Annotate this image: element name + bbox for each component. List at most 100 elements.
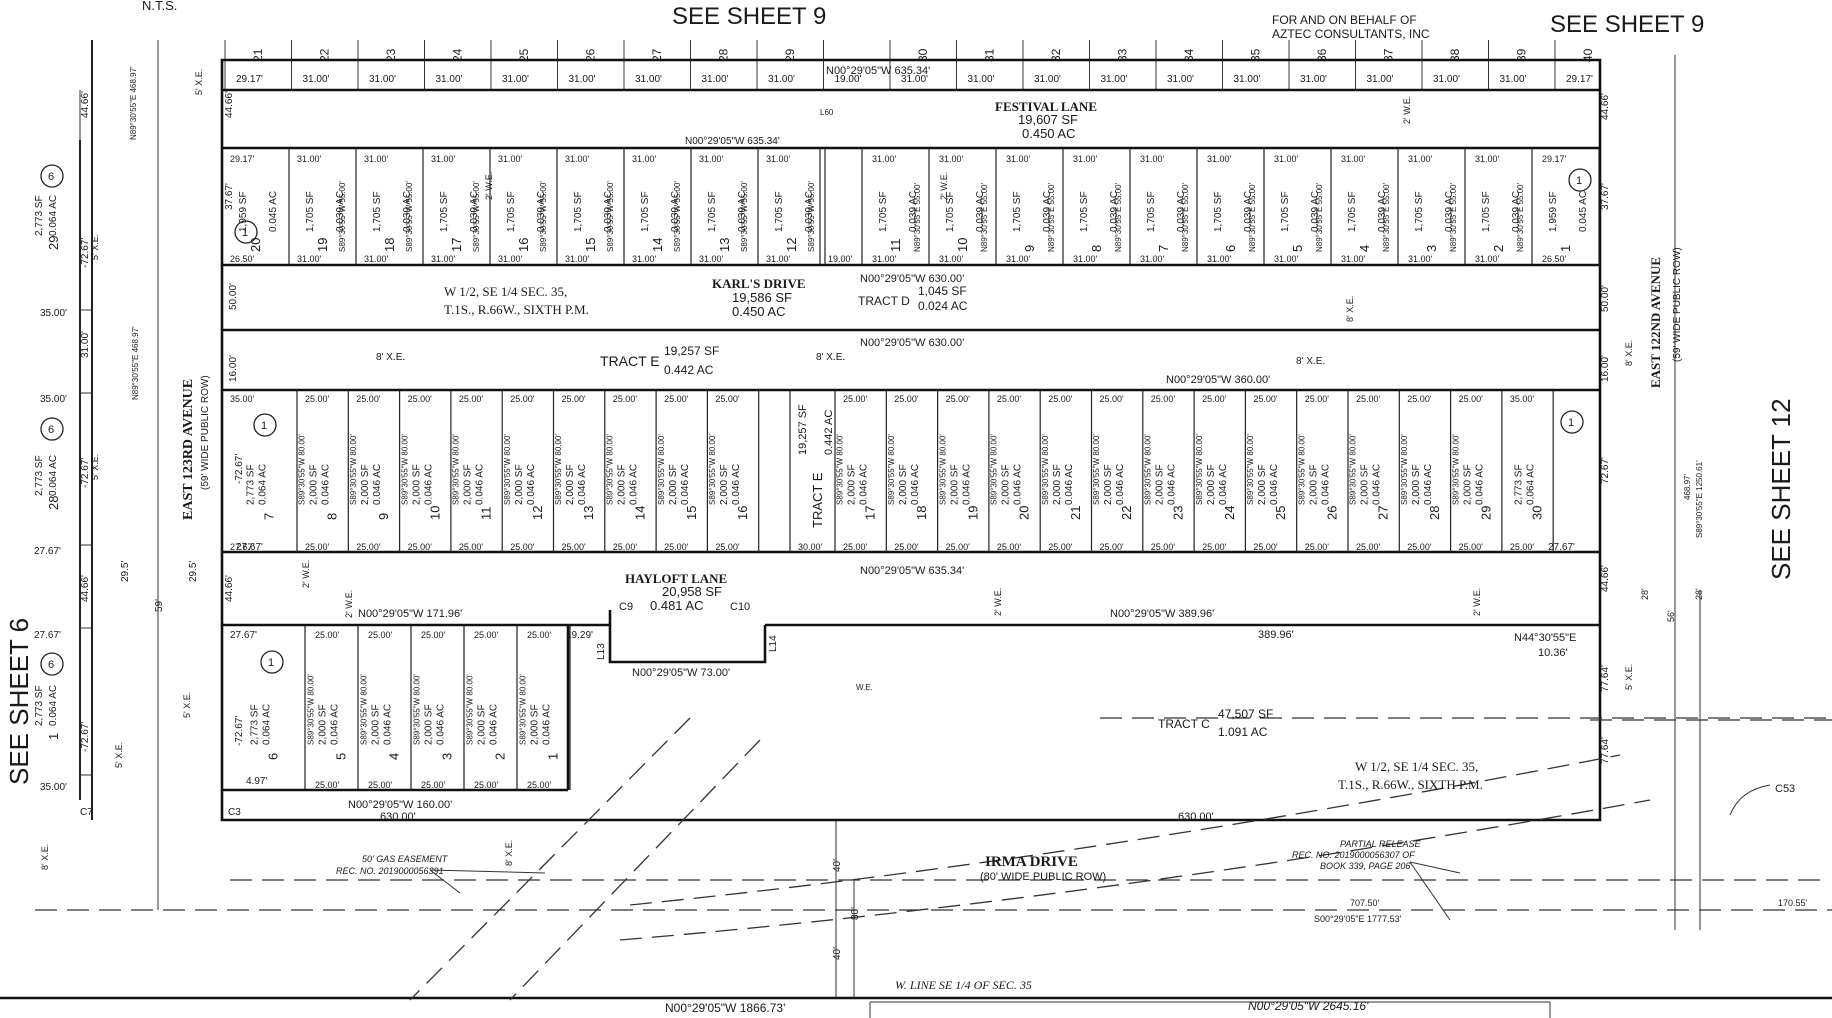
upper-dim-bot: 31.00' [766,254,791,264]
mid-dim-top: 25.00' [459,394,484,404]
mid-lot-sf: 2,000 SF [360,464,371,505]
mid-lot-bearing: S89°30'55"W 80.00' [938,434,947,505]
s00-bearing: S00°29'05"E 1777.53' [1314,914,1402,924]
upper-lot-2: 2 [1491,245,1506,252]
upper-lot-1: 1 [1558,245,1573,252]
hayloft-notch-bearing: N00°29'05"W 73.00' [632,667,730,679]
upper-lot-bearing: S89°30'55"W 55.00' [472,181,481,252]
dim-7267-left-mid: -72.67' [80,458,91,488]
dim-2767-left-2: 27.67' [34,630,61,641]
mid-lot-sf: 2,000 SF [616,464,627,505]
mid-lot-22: 22 [1119,506,1134,520]
upper-dim-top: 29.17' [230,154,255,164]
low-dim-top: 25.00' [368,630,393,640]
block-1-circle-upper-right-number: 1 [1576,175,1582,187]
upper-lot-ac: 0.039 AC [402,191,413,232]
mid-lot-bearing: S89°30'55"W 80.00' [990,434,999,505]
upper-lot-11: 11 [888,239,903,253]
mid-lot-bearing: S89°30'55"W 80.00' [887,434,896,505]
sheet9-dim: 31.00' [1234,74,1261,85]
mid-dim-top: 25.00' [1151,394,1176,404]
upper-dim-top: 31.00' [1408,154,1433,164]
d170: 170.55' [1778,898,1808,908]
block-1-circle-mid-left-number: 1 [261,420,267,432]
sheet9-lot-25: 25 [517,48,531,62]
upper-lot-6: 6 [1223,245,1238,252]
upper-lot-sf: 1,705 SF [372,191,383,232]
mid-lot-ac: 0.046 AC [680,464,691,505]
upper-lot-ac: 0.039 AC [1444,191,1455,232]
mid-lot-ac: 0.046 AC [526,464,537,505]
upper-lot-ac: 0.039 AC [603,191,614,232]
upper-lot-ac: 0.039 AC [737,191,748,232]
mid-lot-sf: 2,000 SF [1360,464,1371,505]
dim-4466-mid-right: 44.66' [1600,565,1611,592]
upper-dim-top: 31.00' [1140,154,1165,164]
curve-c7: C7 [80,807,93,818]
mid-lot-sf: 2,000 SF [463,464,474,505]
sheet9-lot-30: 30 [916,48,930,62]
mid-lot-30: 30 [1530,506,1545,520]
upper-lot-sf: 1,705 SF [506,191,517,232]
sheet9-dim: 31.00' [569,74,596,85]
mid-dim-bot: 25.00' [1100,542,1125,552]
dim-4466-top-right: 44.66' [1600,93,1611,120]
mid-lot-ac: 0.046 AC [628,464,639,505]
festival-bearing-bottom: N00°29'05"W 635.34' [685,136,780,147]
mid-lot-sf: 2,000 SF [847,464,858,505]
hayloft-lane-ac: 0.481 AC [650,598,704,613]
xe8-e-block-1: 8' X.E. [376,352,405,363]
mid-lot-bearing: S89°30'55"W 80.00' [1246,434,1255,505]
partial-release-3: BOOK 339, PAGE 206 [1320,861,1410,871]
low-lot-bearing: S89°30'55"W 80.00' [360,674,369,745]
mid-lot-bearing: S89°30'55"W 80.00' [1041,434,1050,505]
sheet9-dim: 31.00' [1433,74,1460,85]
block-6-circle-0 [40,164,64,188]
mid-lot-bearing: S89°30'55"W 80.00' [1195,434,1204,505]
upper-dim-bot: 31.00' [1274,254,1299,264]
upper-dim-top: 31.00' [1274,154,1299,164]
low-lot-ac: 0.046 AC [330,704,341,745]
upper-lot-ac: 0.039 AC [908,191,919,232]
irma-drive-row: (80' WIDE PUBLIC ROW) [980,871,1106,883]
xe5-left-1: 5' X.E. [90,234,100,260]
dim-497: 4.97' [246,776,267,787]
dim-3100-left: 31.00' [80,331,91,358]
dim-5000-right: 50.00' [1600,285,1611,312]
mid-dim-bot: 25.00' [715,542,740,552]
upper-dim-bot: 26.50' [1542,254,1567,264]
upper-dim-top: 31.00' [1006,154,1031,164]
dim-7267-low: -72.67' [234,716,245,746]
mid-lot-ac: 0.064 AC [258,464,269,505]
mid-lot-sf: 2,000 SF [1308,464,1319,505]
d707: 707.50' [1350,898,1380,908]
mid-lot-21: 21 [1068,506,1083,520]
mid-dim-top: 25.00' [1407,394,1432,404]
sheet9-dim: 31.00' [436,74,463,85]
dim-295-right: 29.5' [188,561,199,582]
sheet9-lot-37: 37 [1382,48,1396,62]
mid-lot-bearing: S89°30'55"W 80.00' [708,434,717,505]
mid-lot-sf: 2,000 SF [719,464,730,505]
mid-dim-top: 25.00' [664,394,689,404]
behalf-line-1: FOR AND ON BEHALF OF [1272,13,1417,27]
upper-lot-ac: 0.045 AC [1578,191,1589,232]
low-lot-sf: 2,000 SF [318,704,329,745]
see-sheet-9-left: SEE SHEET 9 [672,3,826,30]
tract-e-top-sf: 19,257 SF [664,344,719,358]
upper-lot-13: 13 [717,238,732,252]
sheet9-lot-36: 36 [1315,48,1329,62]
mid-lot-18: 18 [914,506,929,520]
e122-row: (59' WIDE PUBLIC ROW) [1672,247,1683,362]
gas-easement-line-1 [409,717,691,1001]
hayloft-bearing-left: N00°29'05"W 171.96' [358,608,462,620]
boundary-linework [0,40,1832,1018]
xe5-left: 5' X.E. [114,742,124,768]
karls-drive-ac: 0.450 AC [732,304,786,319]
low-lot-ac: 0.046 AC [489,704,500,745]
upper-lot-bearing: N89°30'55"E 55.00' [1181,182,1190,252]
low-lot-bearing: S89°30'55"W 80.00' [519,674,528,745]
mid-lot-bearing: S89°30'55"W 80.00' [605,434,614,505]
low-lot-ac: 0.046 AC [542,704,553,745]
right-1250: S89°30'55"E 1250.61' [1695,460,1704,538]
